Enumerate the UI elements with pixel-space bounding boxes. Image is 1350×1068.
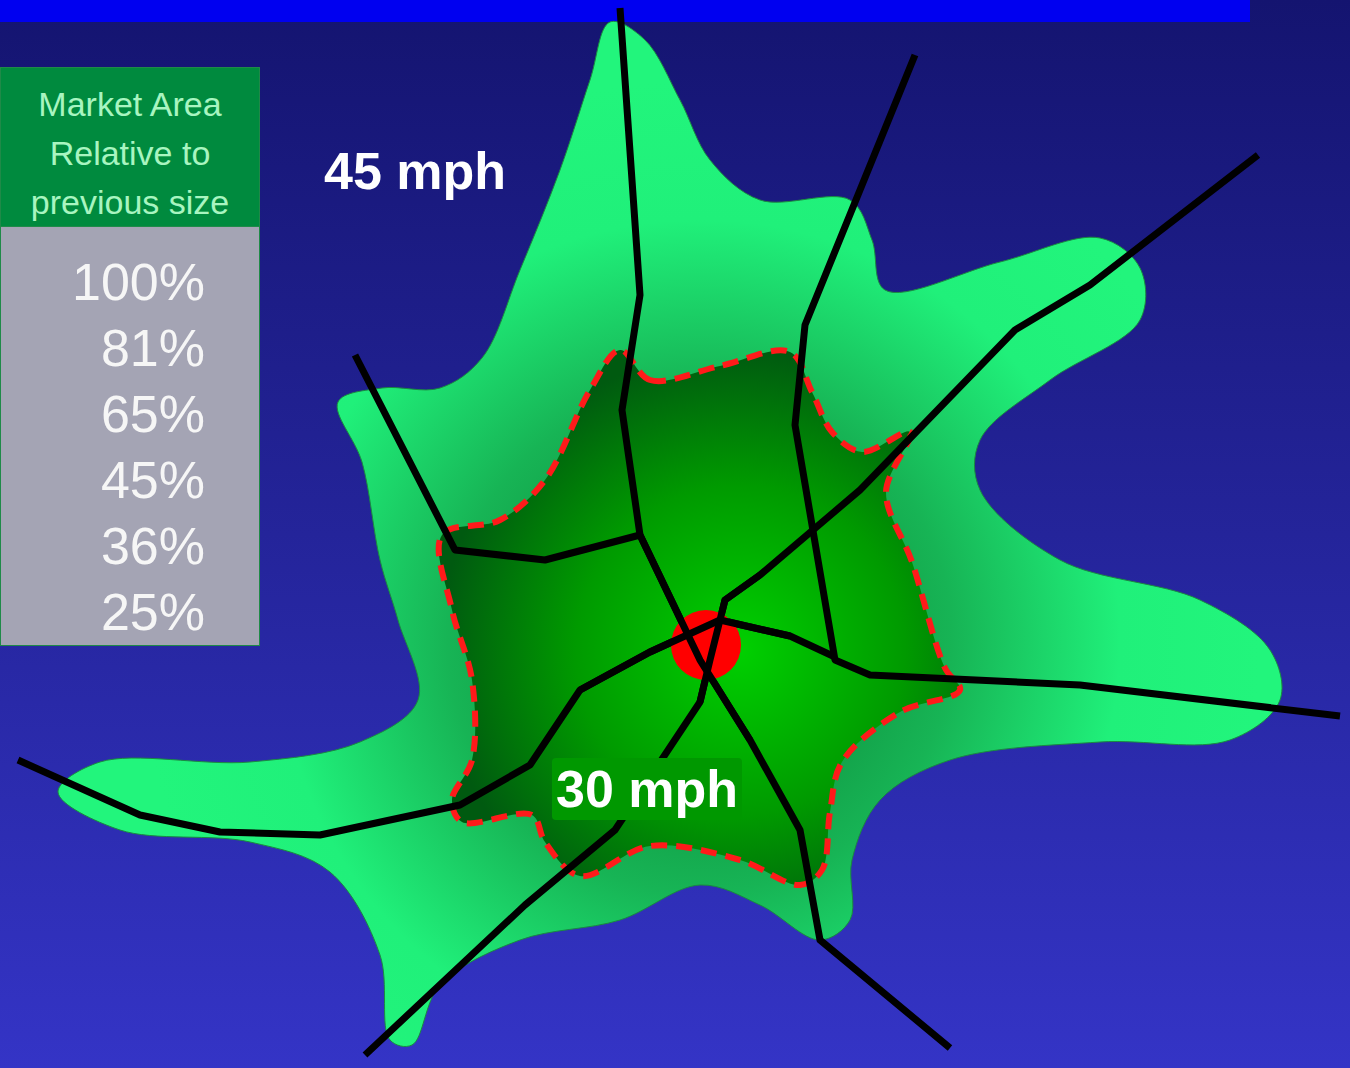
road-line — [620, 8, 950, 1048]
speed-label: 30 mph — [552, 758, 742, 820]
road-line — [700, 575, 760, 702]
road-line — [795, 55, 1340, 716]
percent-value: 100% — [1, 249, 205, 315]
header-text: Market Area Relative to previous size — [1, 80, 259, 227]
percent-value: 81% — [1, 315, 205, 381]
market-area-30mph — [439, 350, 961, 885]
table-header: Market Area Relative to previous size — [0, 67, 260, 228]
road-line — [580, 620, 790, 690]
percent-value: 45% — [1, 447, 205, 513]
road-line — [640, 535, 750, 740]
percent-value: 36% — [1, 513, 205, 579]
percent-value: 25% — [1, 579, 205, 645]
title-bar — [0, 0, 1250, 22]
road-line — [365, 155, 1258, 1055]
percent-value: 65% — [1, 381, 205, 447]
percent-column: 100%81%65%45%36%25% — [0, 226, 260, 646]
speed-label: 45 mph — [320, 140, 510, 202]
market-boundary-dashed — [439, 350, 961, 885]
road-line — [355, 355, 640, 560]
